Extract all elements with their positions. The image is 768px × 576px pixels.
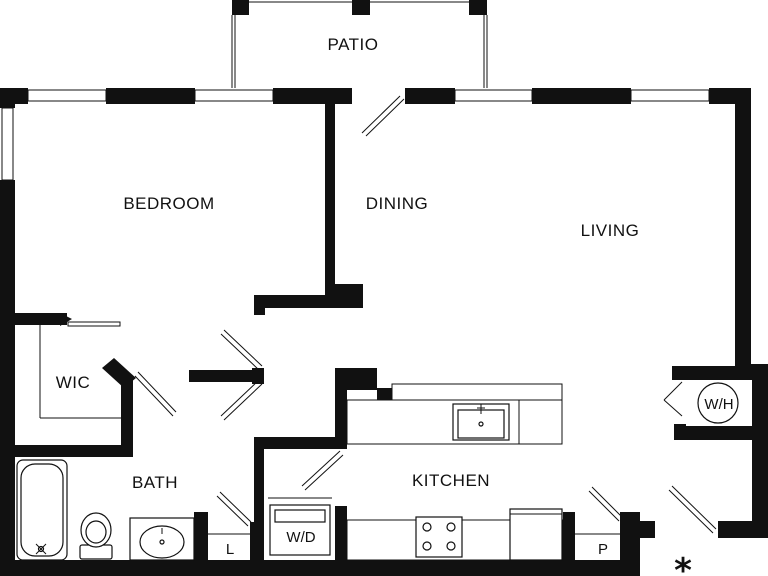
label-dining: DINING	[366, 194, 429, 213]
label-water-heater: W/H	[704, 396, 733, 413]
label-bedroom: BEDROOM	[123, 194, 214, 213]
kitchen-fixtures	[346, 382, 739, 561]
label-bath: BATH	[132, 473, 178, 492]
patio-door	[361, 95, 405, 137]
label-patio: PATIO	[328, 35, 379, 54]
kitchen-walls	[254, 366, 752, 560]
entry-marker: *	[674, 551, 692, 576]
label-linen: L	[226, 541, 234, 558]
label-pantry: P	[598, 541, 608, 558]
interior-doors	[134, 329, 263, 527]
label-washer-dryer: W/D	[286, 529, 315, 546]
exterior-walls	[0, 88, 768, 576]
patio-area	[231, 0, 488, 88]
bedroom-walls	[15, 88, 363, 457]
kitchen-doors	[301, 381, 717, 534]
room-labels: PATIO BEDROOM DINING LIVING WIC BATH KIT…	[56, 35, 734, 576]
label-living: LIVING	[581, 221, 640, 240]
label-kitchen: KITCHEN	[412, 471, 490, 490]
label-wic: WIC	[56, 373, 91, 392]
